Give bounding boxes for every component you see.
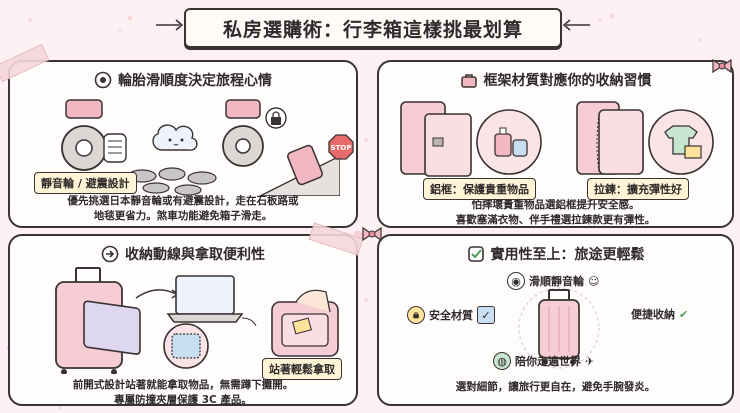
shield-icon: ✓ xyxy=(477,306,495,324)
wheel-icon xyxy=(94,71,112,89)
panel-text: 選對細節，讓旅行更自在，避免手腕發炎。 xyxy=(379,380,732,395)
check-box-icon xyxy=(467,245,485,263)
access-illustration xyxy=(55,267,339,374)
feature-tag: 站著輕鬆拿取 xyxy=(262,358,342,380)
panel-text: 優先挑選日本靜音輪或有避震設計，走在石板路或 地毯更省力。煞車功能避免箱子滑走。 xyxy=(10,194,356,224)
airplane-icon: ✈ xyxy=(585,354,595,368)
heading-text: 實用性至上：旅途更輕鬆 xyxy=(490,247,645,263)
heading-text: 輪胎滑順度決定旅程心情 xyxy=(118,73,272,89)
feature-tag-aluminum: 鋁框：保護貴重物品 xyxy=(423,178,536,200)
stop-sign-text: STOP xyxy=(331,144,352,152)
title-ribbon xyxy=(184,8,562,48)
heading-text: 框架材質對應你的收納習慣 xyxy=(483,73,652,89)
feature-top: ◉ 滑順靜音輪 ☺ xyxy=(507,272,599,290)
text-line: 專屬防撞夾層保護 3C 產品。 xyxy=(114,394,252,406)
panel-wheels: 輪胎滑順度決定旅程心情 STOP 靜音輪 / 避震設計 優先挑選日本 xyxy=(0,43,358,228)
panel-text: 前開式設計站著就能拿取物品，無需蹲下攤開。 專屬防撞夾層保護 3C 產品。 xyxy=(10,378,356,408)
smile-icon: ☺ xyxy=(588,274,600,288)
feature-label: 陪你走遍世界 xyxy=(515,355,581,368)
feature-bottom: ◍ 陪你走遍世界 ✈ xyxy=(493,352,594,370)
feature-left: 🔒︎ 安全材質 ✓ xyxy=(407,306,495,324)
center-suitcase-illustration xyxy=(518,287,600,369)
page-title: 私房選購術：行李箱這樣挑最划算 xyxy=(184,8,562,48)
frame-illustration xyxy=(400,101,714,177)
panel-heading: 實用性至上：旅途更輕鬆 xyxy=(379,244,732,264)
briefcase-icon xyxy=(460,71,478,89)
wheels-illustration xyxy=(61,99,340,196)
feature-tag-zipper: 拉鍊：擴充彈性好 xyxy=(587,178,689,200)
panel-heading: 框架材質對應你的收納習慣 xyxy=(379,70,732,90)
bow-decoration xyxy=(712,58,732,74)
panel-text: 怕摔壞貴重物品選鋁框提升安全感。 喜歡塞滿衣物、伴手禮選拉鍊款更有彈性。 xyxy=(379,198,732,228)
feature-right: 便捷收納 ✔ xyxy=(631,306,688,322)
text-line: 喜歡塞滿衣物、伴手禮選拉鍊款更有彈性。 xyxy=(455,214,656,226)
feature-label: 便捷收納 xyxy=(631,308,675,321)
bow-decoration xyxy=(362,226,382,242)
lock-icon: 🔒︎ xyxy=(407,306,425,324)
text-line: 優先挑選日本靜音輪或有避震設計，走在石板路或 xyxy=(67,195,299,207)
arrow-right-icon xyxy=(101,245,119,263)
panel-access: 收納動線與拿取便利性 站著輕鬆拿取 前開式設計站著就能拿取物品，無需蹲下攤開。 … xyxy=(8,222,364,408)
heading-text: 收納動線與拿取便利性 xyxy=(125,247,265,263)
text-line: 前開式設計站著就能拿取物品，無需蹲下攤開。 xyxy=(72,379,294,391)
sparkle-decoration xyxy=(156,19,184,31)
feature-label: 滑順靜音輪 xyxy=(529,275,584,288)
stop-sign: STOP xyxy=(328,134,354,160)
check-icon: ✔ xyxy=(679,307,689,321)
panel-heading: 收納動線與拿取便利性 xyxy=(10,244,356,264)
sparkle-decoration xyxy=(562,19,590,31)
text-line: 怕摔壞貴重物品選鋁框提升安全感。 xyxy=(471,199,640,211)
text-line: 選對細節，讓旅行更自在，避免手腕發炎。 xyxy=(455,381,656,393)
panel-practical: 實用性至上：旅途更輕鬆 ◉ 滑順靜音輪 ☺ 🔒︎ 安全材質 ✓ 便捷收納 ✔ ◍… xyxy=(377,234,734,406)
globe-icon: ◍ xyxy=(493,352,511,370)
title-text: 私房選購術：行李箱這樣挑最划算 xyxy=(222,18,523,41)
panel-frame: 框架材質對應你的收納習慣 鋁框：保護貴重物品 拉鍊：擴充彈性好 怕摔壞貴重物品選… xyxy=(377,60,734,228)
panel-heading: 輪胎滑順度決定旅程心情 xyxy=(10,70,356,90)
feature-label: 安全材質 xyxy=(429,309,473,322)
wheel-icon: ◉ xyxy=(507,272,525,290)
text-line: 地毯更省力。煞車功能避免箱子滑走。 xyxy=(93,210,273,222)
feature-tag: 靜音輪 / 避震設計 xyxy=(34,172,137,194)
